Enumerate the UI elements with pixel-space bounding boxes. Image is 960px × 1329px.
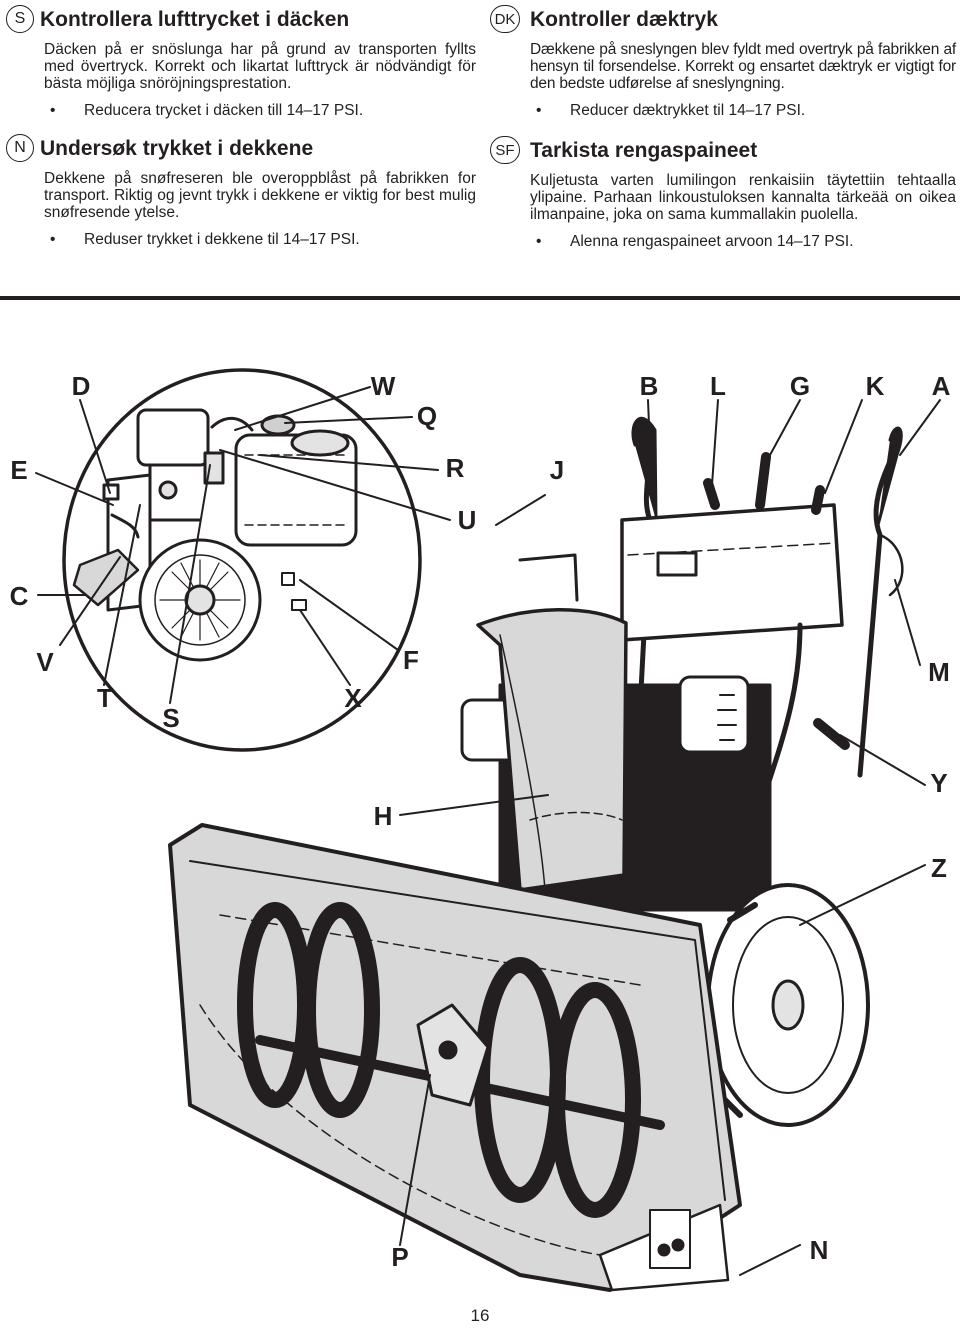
callout-label-d: D [71,371,91,401]
section-body-dk: Dækkene på sneslyngen blev fyldt med ove… [530,41,956,92]
callout-label-z: Z [931,853,947,883]
section-body-sv: Däcken på er snöslunga har på grund av t… [44,41,476,92]
language-badge-sv: S [6,5,34,33]
callout-label-k: K [865,371,885,401]
page-number: 16 [470,1306,490,1325]
callout-label-g: G [789,371,811,401]
callout-label-l: L [710,371,726,401]
callout-label-x: X [344,683,362,713]
callout-label-h: H [373,801,393,831]
language-badge-fi: SF [490,136,520,164]
section-danish: DK Kontroller dæktryk Dækkene på sneslyn… [490,5,956,120]
callout-label-u: U [457,505,477,535]
bullet-text-dk: Reducer dæktrykket til 14–17 PSI. [570,102,806,119]
callout-label-j: J [549,455,565,485]
section-title-sv: Kontrollera lufttrycket i däcken [40,8,350,31]
bullet-symbol: • [50,102,56,119]
callout-label-e: E [10,455,28,485]
section-body-fi: Kuljetusta varten lumilingon renkaisiin … [530,172,956,223]
callout-label-q: Q [416,401,438,431]
callout-label-r: R [445,453,465,483]
bullet-item-no: • Reduser trykket i dekkene til 14–17 PS… [44,231,441,249]
section-norwegian: N Undersøk trykket i dekkene Dekkene på … [6,134,476,249]
snow-thrower-illustration: D W Q E R U J B L G K A C V F M T S X Y … [0,305,960,1300]
callout-label-m: M [928,657,950,687]
callout-label-w: W [370,371,396,401]
callout-leader-lines [35,386,941,1276]
bullet-symbol: • [536,102,542,119]
discharge-chute [476,553,628,892]
section-title-no: Undersøk trykket i dekkene [40,137,314,160]
callout-label-y: Y [930,768,948,798]
section-body-no: Dekkene på snøfreseren ble overoppblåst … [44,170,476,221]
section-title-dk: Kontroller dæktryk [530,8,718,31]
right-wheel [706,883,870,1127]
callout-label-n: N [809,1235,829,1265]
bullet-text-no: Reduser trykket i dekkene til 14–17 PSI. [84,231,360,248]
callout-label-b: B [639,371,659,401]
engine-inset [62,368,422,752]
callout-label-a: A [931,371,951,401]
section-swedish: S Kontrollera lufttrycket i däcken Däcke… [6,5,476,120]
language-badge-no: N [6,134,34,162]
bullet-text-sv: Reducera trycket i däcken till 14–17 PSI… [84,102,364,119]
callout-label-v: V [36,647,54,677]
bullet-item-fi: • Alenna rengaspaineet arvoon 14–17 PSI. [530,233,925,251]
callout-label-s: S [162,703,180,733]
callout-label-c: C [9,581,29,611]
section-finnish: SF Tarkista rengaspaineet Kuljetusta var… [490,136,956,251]
bullet-symbol: • [536,233,542,250]
section-title-fi: Tarkista rengaspaineet [530,139,758,162]
bullet-item-dk: • Reducer dæktrykket til 14–17 PSI. [530,102,925,120]
section-divider [0,296,960,300]
callout-label-p: P [391,1242,409,1272]
snow-thrower-drawing [35,368,941,1292]
bullet-text-fi: Alenna rengaspaineet arvoon 14–17 PSI. [570,233,854,250]
bullet-item-sv: • Reducera trycket i däcken till 14–17 P… [44,102,441,120]
bullet-symbol: • [50,231,56,248]
control-handles [620,416,904,788]
callout-label-f: F [403,645,419,675]
language-badge-dk: DK [490,5,520,33]
auger-gearbox [416,1003,490,1107]
callout-label-t: T [97,683,113,713]
